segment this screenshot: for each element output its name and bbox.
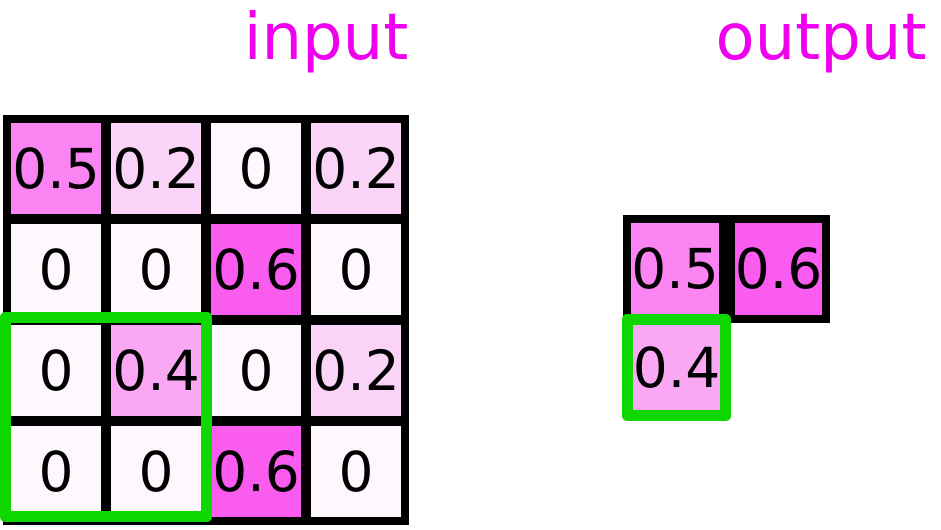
output-cell-top-left: 0.5 bbox=[623, 215, 727, 323]
input-cell-r2c2: 0 bbox=[206, 320, 306, 421]
input-cell-r0c0: 0.5 bbox=[6, 118, 106, 219]
input-cell-r2c3: 0.2 bbox=[306, 320, 406, 421]
input-title: input bbox=[243, 1, 409, 75]
input-cell-r1c1: 0 bbox=[106, 219, 206, 320]
input-pooling-window-highlight bbox=[0, 312, 212, 522]
input-cell-r1c3: 0 bbox=[306, 219, 406, 320]
input-cell-r0c2: 0 bbox=[206, 118, 306, 219]
input-cell-r0c3: 0.2 bbox=[306, 118, 406, 219]
input-grid: 0.5 0.2 0 0.2 0 0 0.6 0 0 0.4 0 0.2 0 0 … bbox=[3, 115, 409, 525]
input-cell-r1c0: 0 bbox=[6, 219, 106, 320]
input-cell-r3c3: 0 bbox=[306, 421, 406, 522]
output-cell-highlighted: 0.4 bbox=[622, 314, 731, 421]
output-title: output bbox=[715, 1, 927, 75]
input-cell-r2c1: 0.4 bbox=[106, 320, 206, 421]
output-cell-top-right: 0.6 bbox=[727, 215, 830, 323]
input-cell-r0c1: 0.2 bbox=[106, 118, 206, 219]
input-cell-r1c2: 0.6 bbox=[206, 219, 306, 320]
input-cell-r3c2: 0.6 bbox=[206, 421, 306, 522]
